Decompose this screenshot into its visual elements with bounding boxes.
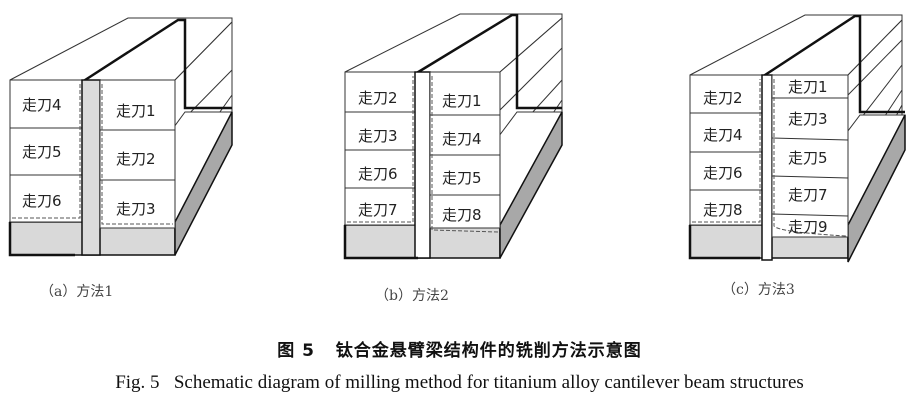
figure-number-cn: 图 5	[277, 341, 315, 361]
panel-caption-c: （c）方法3	[722, 282, 795, 298]
panel-caption-b: （b）方法2	[375, 288, 449, 304]
pass-label-left-2: 走刀5	[22, 143, 62, 161]
pass-label-right-4: 走刀7	[788, 186, 828, 204]
pass-label-left-4: 走刀8	[703, 201, 743, 219]
pass-label-right-4: 走刀8	[442, 206, 482, 224]
pass-label-right-1: 走刀1	[788, 78, 828, 96]
figure-caption-chinese: 图 5 钛合金悬臂梁结构件的铣削方法示意图	[0, 336, 919, 361]
pass-label-right-1: 走刀1	[442, 92, 482, 110]
figure-title-cn: 钛合金悬臂梁结构件的铣削方法示意图	[335, 341, 642, 361]
cantilever-beam-diagram-b	[343, 13, 563, 260]
pass-label-right-3: 走刀3	[116, 200, 156, 218]
figure-caption-english: Fig. 5 Schematic diagram of milling meth…	[0, 372, 919, 394]
pass-label-left-1: 走刀4	[22, 96, 62, 114]
pass-label-left-1: 走刀2	[358, 89, 398, 107]
pass-label-left-3: 走刀6	[358, 165, 398, 183]
cantilever-beam-diagram-c	[688, 14, 906, 263]
pass-label-left-1: 走刀2	[703, 89, 743, 107]
figure-title-en: Schematic diagram of milling method for …	[173, 372, 804, 393]
pass-label-left-3: 走刀6	[22, 192, 62, 210]
cantilever-beam-diagram-a	[8, 17, 233, 257]
panel-b-method-2: 走刀2 走刀3 走刀6 走刀7 走刀1 走刀4 走刀5 走刀8 （b）方法2	[330, 0, 580, 310]
pass-label-right-3: 走刀5	[788, 149, 828, 167]
pass-label-right-3: 走刀5	[442, 169, 482, 187]
pass-label-right-2: 走刀3	[788, 110, 828, 128]
pass-label-right-2: 走刀2	[116, 150, 156, 168]
pass-label-left-2: 走刀3	[358, 127, 398, 145]
pass-label-right-1: 走刀1	[116, 102, 156, 120]
pass-label-left-4: 走刀7	[358, 201, 398, 219]
figure-number-en: Fig. 5	[115, 372, 160, 393]
panel-a-method-1: 走刀4 走刀5 走刀6 走刀1 走刀2 走刀3 （a）方法1	[0, 0, 300, 310]
pass-label-right-5: 走刀9	[788, 218, 828, 236]
pass-label-left-3: 走刀6	[703, 164, 743, 182]
pass-label-left-2: 走刀4	[703, 126, 743, 144]
panel-c-method-3: 走刀2 走刀4 走刀6 走刀8 走刀1 走刀3 走刀5 走刀7 走刀9 （c）方…	[670, 0, 919, 310]
panel-caption-a: （a）方法1	[40, 284, 114, 300]
pass-label-right-2: 走刀4	[442, 130, 482, 148]
